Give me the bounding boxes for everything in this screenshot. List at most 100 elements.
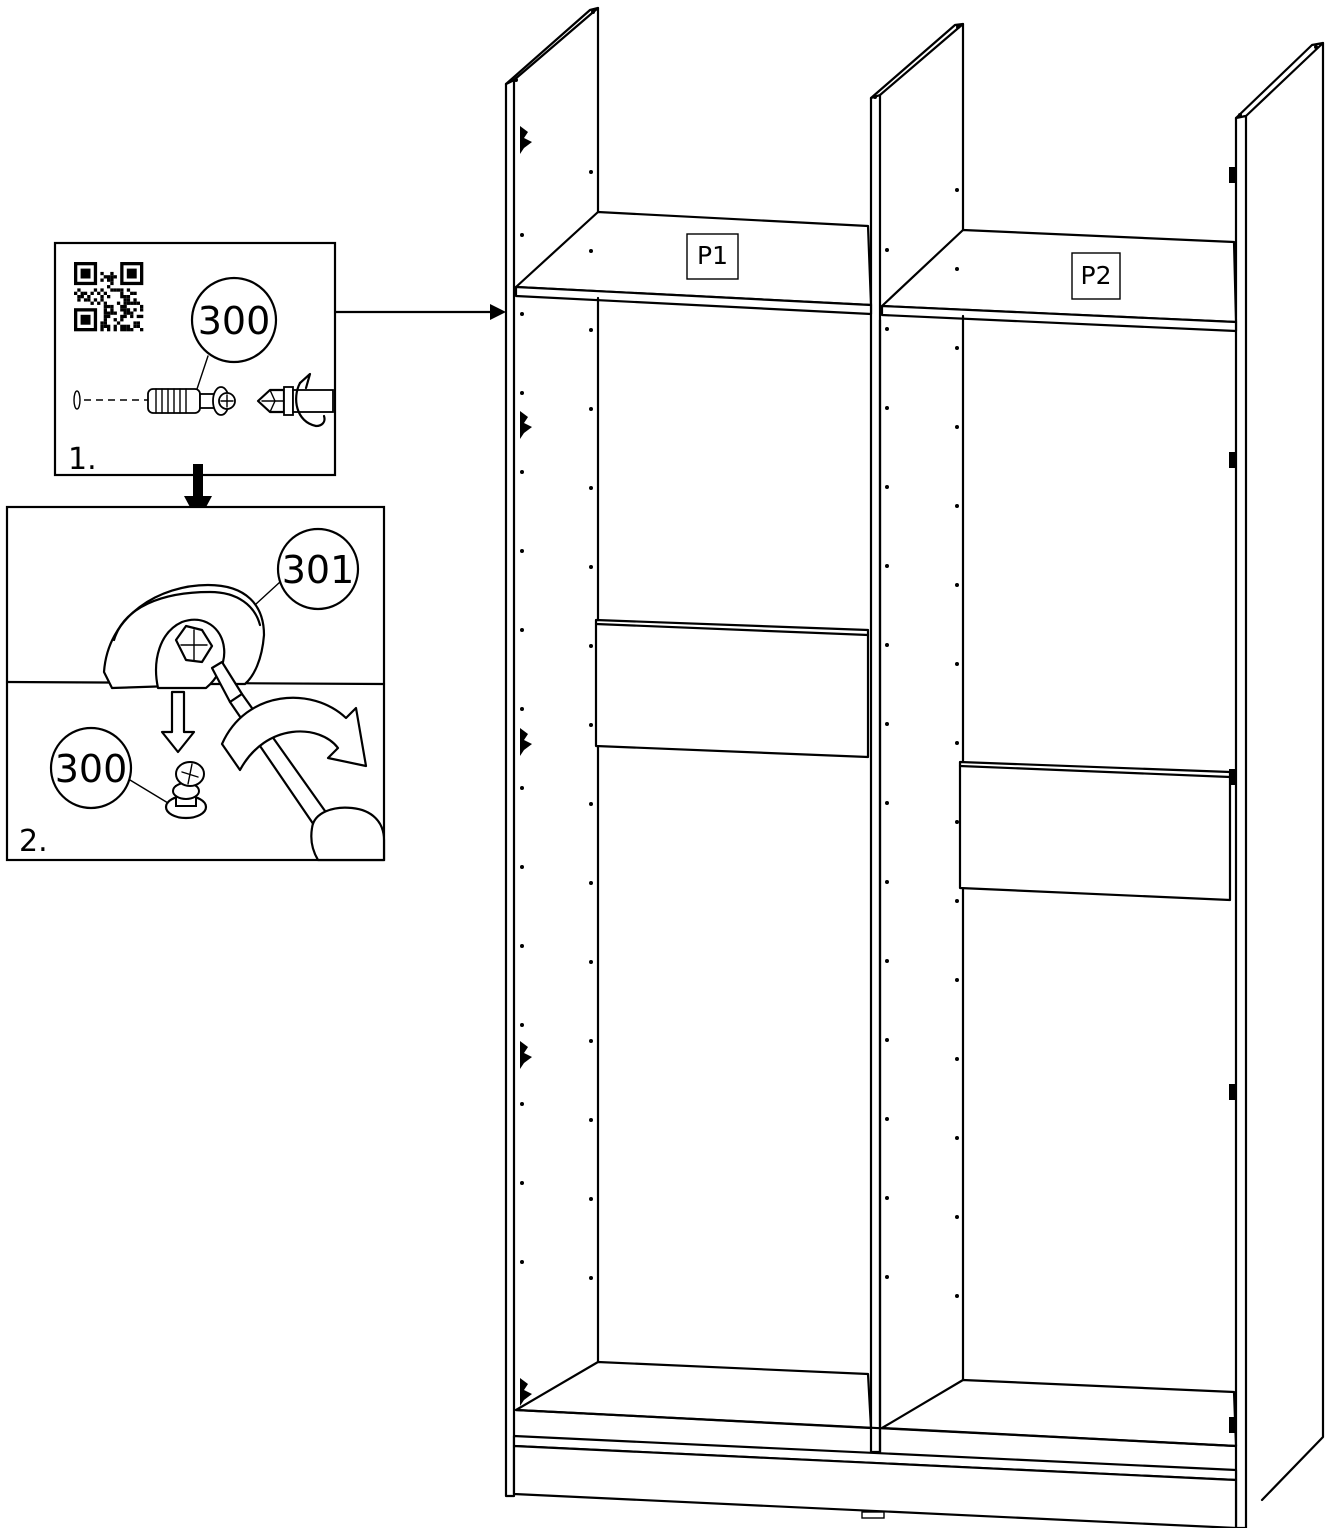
step-2-part-300: 300: [55, 747, 128, 791]
system-hole: [520, 628, 524, 632]
system-hole: [885, 722, 889, 726]
rail-right-compartment: [958, 760, 1232, 902]
system-hole: [589, 881, 593, 885]
system-hole: [885, 643, 889, 647]
hinge-plate-icon: [1229, 452, 1235, 468]
system-hole: [955, 1215, 959, 1219]
system-hole: [520, 470, 524, 474]
cam-bolt-icon: [147, 386, 236, 416]
system-holes: [520, 170, 959, 1298]
rotation-arrow-icon: [220, 696, 368, 772]
left-side-panel: [504, 6, 600, 1498]
pointer-arrow: [334, 304, 506, 320]
hinge-plate-icon: [1229, 1084, 1235, 1100]
rotation-arrow-icon: [295, 372, 326, 428]
system-hole: [885, 1196, 889, 1200]
system-hole: [589, 486, 593, 490]
hinge-icon: [520, 126, 532, 154]
system-hole: [955, 1294, 959, 1298]
drill-bit-icon: [256, 386, 334, 416]
system-hole: [885, 959, 889, 963]
system-hole: [520, 1102, 524, 1106]
system-hole: [885, 564, 889, 568]
system-hole: [589, 960, 593, 964]
step-2-part-301: 301: [282, 548, 355, 592]
hinges: [520, 126, 1235, 1433]
system-hole: [589, 644, 593, 648]
system-hole: [520, 865, 524, 869]
system-hole: [885, 1117, 889, 1121]
system-hole: [885, 1038, 889, 1042]
p1-label: P1: [697, 241, 728, 270]
system-hole: [589, 1039, 593, 1043]
right-side-panel: [1234, 41, 1325, 1530]
system-hole: [520, 391, 524, 395]
system-hole: [885, 880, 889, 884]
system-hole: [955, 425, 959, 429]
system-hole: [885, 801, 889, 805]
system-hole: [520, 549, 524, 553]
middle-partition: [869, 22, 965, 1454]
system-hole: [885, 327, 889, 331]
system-hole: [955, 978, 959, 982]
system-hole: [955, 188, 959, 192]
system-hole: [955, 662, 959, 666]
system-hole: [955, 583, 959, 587]
step-2-number: 2.: [19, 824, 48, 859]
cam-bolt-head-icon: [164, 761, 208, 820]
hinge-icon: [520, 411, 532, 439]
system-hole: [955, 1136, 959, 1140]
step-1-box: 300: [53, 241, 337, 477]
system-hole: [589, 1276, 593, 1280]
step-2-box: 301 300 2.: [5, 505, 386, 862]
system-hole: [589, 407, 593, 411]
system-hole: [520, 1260, 524, 1264]
system-hole: [885, 406, 889, 410]
hinge-icon: [520, 728, 532, 756]
hinge-plate-icon: [1229, 769, 1235, 785]
system-hole: [589, 802, 593, 806]
p2-label-box: [1071, 252, 1121, 300]
system-hole: [885, 1275, 889, 1279]
system-hole: [589, 1118, 593, 1122]
system-hole: [520, 707, 524, 711]
hinge-plate-icon: [1229, 1417, 1235, 1433]
system-hole: [520, 786, 524, 790]
step-1-part-number: 300: [198, 299, 271, 343]
system-hole: [589, 328, 593, 332]
system-hole: [885, 485, 889, 489]
system-hole: [955, 741, 959, 745]
p2-label: P2: [1081, 261, 1112, 290]
wardrobe-carcass: P1 P2: [504, 6, 1325, 1530]
hinge-icon: [520, 1378, 532, 1406]
cam-lock-icon: [102, 583, 266, 690]
system-hole: [955, 267, 959, 271]
system-hole: [589, 565, 593, 569]
system-hole: [520, 312, 524, 316]
system-hole: [955, 504, 959, 508]
system-hole: [520, 1023, 524, 1027]
system-hole: [955, 1057, 959, 1061]
system-hole: [589, 723, 593, 727]
system-hole: [885, 248, 889, 252]
system-hole: [589, 170, 593, 174]
top-panel-p2: P2: [880, 228, 1238, 333]
insert-arrow-icon: [160, 690, 196, 754]
p1-label-box: [686, 233, 739, 280]
system-hole: [520, 233, 524, 237]
hinge-icon: [520, 1041, 532, 1069]
system-hole: [589, 249, 593, 253]
system-hole: [955, 820, 959, 824]
rail-left-compartment: [594, 618, 870, 759]
system-hole: [589, 1197, 593, 1201]
system-hole: [955, 346, 959, 350]
top-panel-p1: P1: [514, 210, 873, 316]
system-hole: [520, 1181, 524, 1185]
hinge-plate-icon: [1229, 167, 1235, 183]
step-1-number: 1.: [68, 442, 97, 477]
system-hole: [520, 944, 524, 948]
bottom-panel: [514, 1360, 1238, 1448]
system-hole: [955, 899, 959, 903]
qr-code-icon: [74, 262, 144, 332]
